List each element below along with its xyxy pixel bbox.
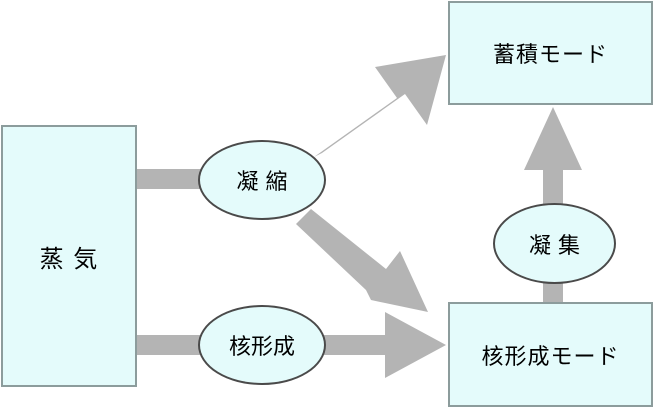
arrow-nucleation-mode-to-coagulation xyxy=(543,280,563,304)
nucleation-label: 核形成 xyxy=(228,335,295,360)
accumulation-mode-box: 蓄積モード xyxy=(448,1,653,105)
arrow-condensation-to-nucleation xyxy=(296,209,428,312)
nucleation-ellipse: 核形成 xyxy=(198,305,326,385)
coagulation-ellipse: 凝 集 xyxy=(493,203,616,284)
coagulation-label: 凝 集 xyxy=(529,233,580,259)
arrow-steam-to-nucleation xyxy=(136,335,202,355)
arrow-steam-to-condensation xyxy=(136,169,202,189)
nucleation-mode-box: 核形成モード xyxy=(448,302,653,407)
nucleation-mode-label: 核形成モード xyxy=(481,344,620,370)
condensation-ellipse: 凝 縮 xyxy=(198,140,326,220)
arrow-condensation-to-accumulation xyxy=(314,55,446,157)
steam-box: 蒸 気 xyxy=(1,125,137,387)
arrow-coagulation-to-accumulation xyxy=(524,107,582,205)
accumulation-mode-label: 蓄積モード xyxy=(492,43,608,68)
arrow-nucleation-to-nucleation-mode xyxy=(322,312,446,378)
steam-label: 蒸 気 xyxy=(39,244,99,273)
condensation-label: 凝 縮 xyxy=(236,170,288,195)
